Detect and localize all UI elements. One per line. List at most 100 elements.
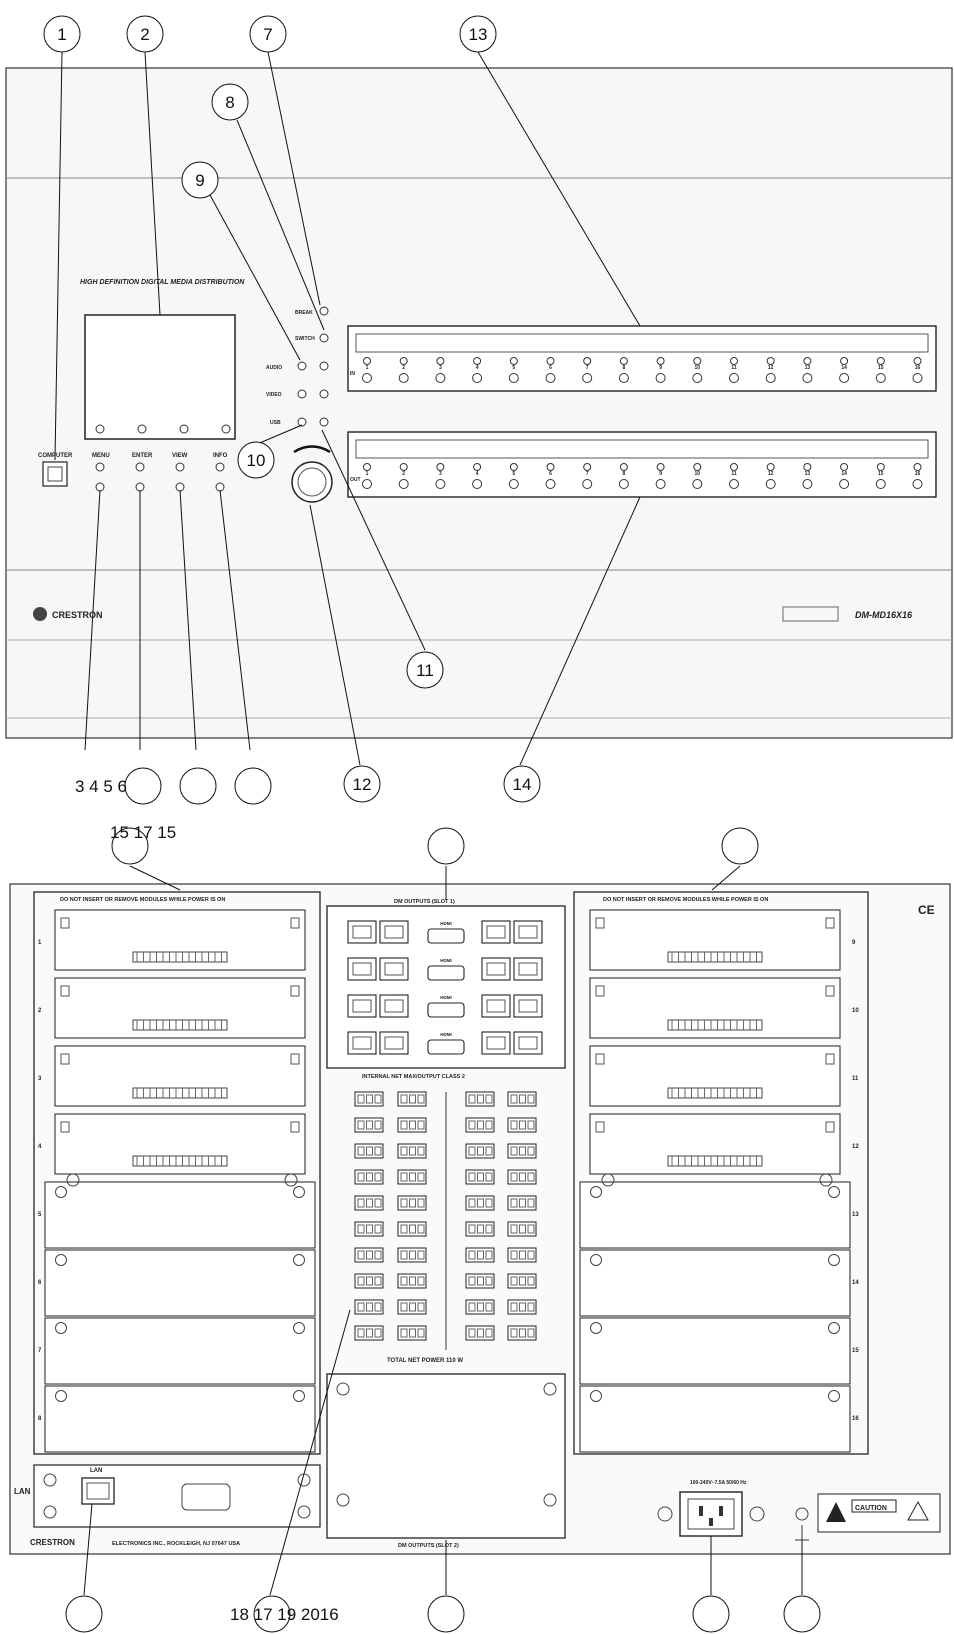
input-button-14[interactable]: [839, 373, 850, 383]
audio-button[interactable]: [319, 361, 329, 371]
io-terminal-block[interactable]: [354, 1143, 384, 1159]
io-terminal-block[interactable]: [507, 1273, 537, 1289]
dm-rj45-port[interactable]: [347, 994, 377, 1018]
dm-rj45-port[interactable]: [481, 920, 511, 944]
io-terminal-block[interactable]: [397, 1273, 427, 1289]
io-terminal-block[interactable]: [354, 1117, 384, 1133]
input-button-2[interactable]: [398, 373, 409, 383]
video-button[interactable]: [319, 389, 329, 399]
dm-hdmi-port[interactable]: [427, 1039, 465, 1055]
io-terminal-block[interactable]: [507, 1221, 537, 1237]
dm-rj45-port[interactable]: [481, 1031, 511, 1055]
input-button-1[interactable]: [362, 373, 372, 383]
io-terminal-block[interactable]: [397, 1247, 427, 1263]
ground-screw[interactable]: [795, 1507, 809, 1521]
input-button-5[interactable]: [508, 373, 519, 383]
dm-rj45-port[interactable]: [379, 994, 409, 1018]
io-terminal-block[interactable]: [397, 1169, 427, 1185]
io-terminal-block[interactable]: [465, 1195, 495, 1211]
dm-hdmi-port[interactable]: [427, 928, 465, 944]
output-button-3[interactable]: [435, 479, 446, 489]
io-terminal-block[interactable]: [397, 1299, 427, 1315]
output-button-6[interactable]: [545, 479, 556, 489]
io-terminal-block[interactable]: [397, 1143, 427, 1159]
io-terminal-block[interactable]: [397, 1221, 427, 1237]
io-terminal-block[interactable]: [507, 1247, 537, 1263]
output-button-4[interactable]: [472, 479, 483, 489]
dm-rj45-port[interactable]: [379, 1031, 409, 1055]
io-terminal-block[interactable]: [465, 1091, 495, 1107]
dm-rj45-port[interactable]: [347, 920, 377, 944]
io-terminal-block[interactable]: [507, 1299, 537, 1315]
lcd-soft-keys[interactable]: [95, 424, 231, 434]
io-terminal-block[interactable]: [465, 1117, 495, 1133]
output-button-8[interactable]: [618, 479, 629, 489]
output-button-12[interactable]: [765, 479, 776, 489]
dm-rj45-port[interactable]: [481, 957, 511, 981]
output-button-9[interactable]: [655, 479, 666, 489]
usb-port[interactable]: [42, 461, 68, 487]
io-terminal-block[interactable]: [507, 1143, 537, 1159]
io-terminal-block[interactable]: [354, 1247, 384, 1263]
io-terminal-block[interactable]: [354, 1273, 384, 1289]
dm-rj45-port[interactable]: [379, 920, 409, 944]
io-terminal-block[interactable]: [354, 1221, 384, 1237]
io-terminal-block[interactable]: [397, 1117, 427, 1133]
io-terminal-block[interactable]: [507, 1117, 537, 1133]
output-button-14[interactable]: [839, 479, 850, 489]
input-button-6[interactable]: [545, 373, 556, 383]
output-button-5[interactable]: [508, 479, 519, 489]
dm-hdmi-port[interactable]: [427, 1002, 465, 1018]
input-button-12[interactable]: [765, 373, 776, 383]
info-button[interactable]: [215, 462, 225, 472]
input-button-9[interactable]: [655, 373, 666, 383]
io-terminal-block[interactable]: [354, 1169, 384, 1185]
dm-rj45-port[interactable]: [513, 994, 543, 1018]
dm-rj45-port[interactable]: [513, 957, 543, 981]
dm-rj45-port[interactable]: [481, 994, 511, 1018]
io-terminal-block[interactable]: [465, 1247, 495, 1263]
output-button-13[interactable]: [802, 479, 813, 489]
dm-rj45-port[interactable]: [347, 1031, 377, 1055]
io-terminal-block[interactable]: [397, 1195, 427, 1211]
io-terminal-block[interactable]: [465, 1143, 495, 1159]
output-button-15[interactable]: [875, 479, 886, 489]
output-button-7[interactable]: [582, 479, 593, 489]
io-terminal-block[interactable]: [465, 1221, 495, 1237]
input-button-4[interactable]: [472, 373, 483, 383]
io-terminal-block[interactable]: [354, 1091, 384, 1107]
input-button-7[interactable]: [582, 373, 593, 383]
io-terminal-block[interactable]: [397, 1325, 427, 1341]
dm-rj45-port[interactable]: [379, 957, 409, 981]
input-button-16[interactable]: [912, 373, 923, 383]
break-button[interactable]: [319, 306, 329, 316]
io-terminal-block[interactable]: [465, 1169, 495, 1185]
output-button-2[interactable]: [398, 479, 409, 489]
io-terminal-block[interactable]: [507, 1091, 537, 1107]
output-button-10[interactable]: [692, 479, 703, 489]
output-button-1[interactable]: [362, 479, 372, 489]
io-terminal-block[interactable]: [465, 1299, 495, 1315]
io-terminal-block[interactable]: [465, 1273, 495, 1289]
input-button-11[interactable]: [729, 373, 739, 383]
input-button-15[interactable]: [875, 373, 886, 383]
enter-button[interactable]: [135, 462, 145, 472]
io-terminal-block[interactable]: [465, 1325, 495, 1341]
input-button-10[interactable]: [692, 373, 703, 383]
input-button-8[interactable]: [618, 373, 629, 383]
io-terminal-block[interactable]: [354, 1195, 384, 1211]
usb-button[interactable]: [319, 417, 329, 427]
output-button-16[interactable]: [912, 479, 923, 489]
input-button-13[interactable]: [802, 373, 813, 383]
dm-rj45-port[interactable]: [513, 920, 543, 944]
io-terminal-block[interactable]: [507, 1195, 537, 1211]
dm-rj45-port[interactable]: [513, 1031, 543, 1055]
io-terminal-block[interactable]: [507, 1325, 537, 1341]
output-button-11[interactable]: [729, 479, 739, 489]
dm-rj45-port[interactable]: [347, 957, 377, 981]
view-button[interactable]: [175, 462, 185, 472]
dm-hdmi-port[interactable]: [427, 965, 465, 981]
switch-button[interactable]: [319, 333, 329, 343]
input-button-3[interactable]: [435, 373, 446, 383]
menu-button[interactable]: [95, 462, 105, 472]
